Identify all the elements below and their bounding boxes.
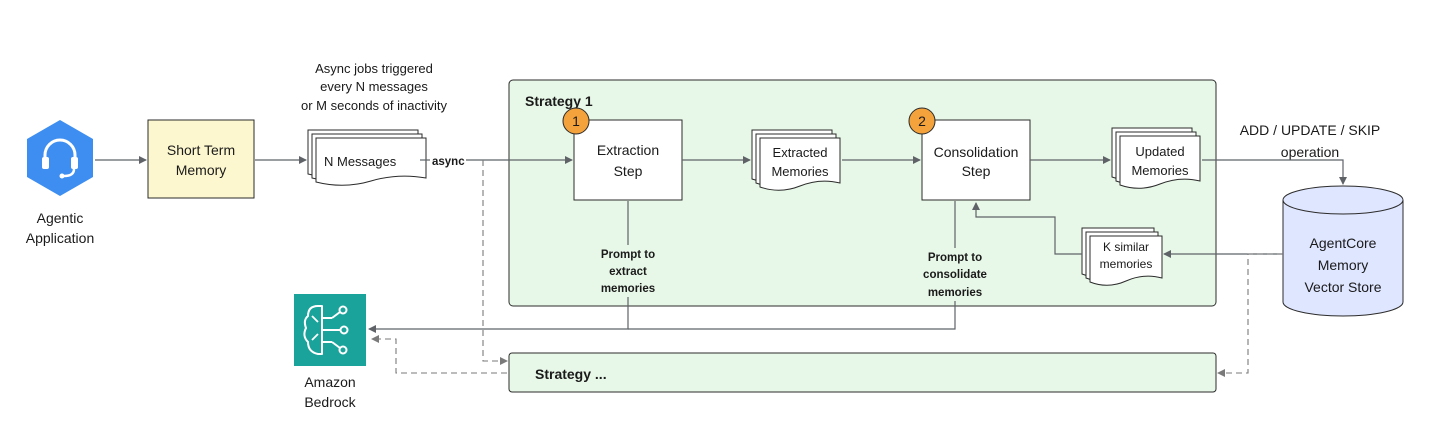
extraction-step: Extraction Step 1 bbox=[562, 107, 683, 201]
extraction-step-box bbox=[573, 119, 683, 201]
trigger-note-line1: Async jobs triggered bbox=[315, 61, 433, 76]
amazon-bedrock-label-line1: Amazon bbox=[304, 374, 355, 390]
connectors bbox=[95, 156, 1347, 377]
line-prompt-consolidate-to-bedrock bbox=[628, 301, 956, 330]
consolidation-step-badge-number: 2 bbox=[918, 113, 926, 129]
vector-store-label-line1: AgentCore bbox=[1310, 235, 1377, 251]
arrow-updated-to-vector-store bbox=[1202, 159, 1347, 185]
trigger-note-line3: or M seconds of inactivity bbox=[301, 98, 447, 113]
operation-label-line1: ADD / UPDATE / SKIP bbox=[1240, 122, 1381, 138]
consolidation-step: Consolidation Step 2 bbox=[908, 107, 1031, 201]
amazon-bedrock: Amazon Bedrock bbox=[294, 294, 366, 410]
strategy-more-container: Strategy ... bbox=[508, 352, 1217, 393]
k-similar-label-line2: memories bbox=[1100, 257, 1153, 271]
agentic-application-label-line2: Application bbox=[26, 230, 95, 246]
prompt-consolidate-line1: Prompt to bbox=[928, 252, 982, 264]
extracted-memories-stack: Extracted Memories bbox=[751, 129, 841, 191]
prompt-extract-line2: extract bbox=[609, 266, 647, 278]
prompt-consolidate-line3: memories bbox=[928, 287, 982, 299]
n-messages-stack: N Messages bbox=[307, 129, 427, 186]
strategy-more-title: Strategy ... bbox=[535, 366, 607, 382]
operation-label: ADD / UPDATE / SKIP operation bbox=[1240, 122, 1381, 160]
consolidation-step-label-line2: Step bbox=[962, 163, 991, 179]
prompt-extract-label: Prompt to extract memories bbox=[601, 249, 655, 295]
k-similar-label-line1: K similar bbox=[1103, 240, 1149, 254]
strategy-more-box bbox=[508, 352, 1217, 393]
extraction-step-badge bbox=[562, 107, 590, 135]
consolidation-step-box bbox=[921, 119, 1031, 201]
amazon-bedrock-label-line2: Bedrock bbox=[304, 394, 356, 410]
consolidation-step-badge bbox=[908, 107, 936, 135]
vector-store-cylinder-top bbox=[1282, 185, 1404, 215]
dashed-vector-store-to-strategy-more bbox=[1217, 253, 1283, 377]
agentic-application: Agentic Application bbox=[26, 120, 95, 246]
updated-memories-stack: Updated Memories bbox=[1111, 127, 1201, 189]
extracted-memories-label-line1: Extracted bbox=[773, 145, 828, 160]
updated-memories-label-line2: Memories bbox=[1131, 163, 1189, 178]
extraction-step-label-line2: Step bbox=[614, 163, 643, 179]
vector-store-label-line3: Vector Store bbox=[1304, 279, 1381, 295]
strategy-1-box bbox=[508, 79, 1217, 307]
trigger-note: Async jobs triggered every N messages or… bbox=[301, 61, 447, 113]
prompt-extract-line1: Prompt to bbox=[601, 249, 655, 261]
short-term-memory-label-line2: Memory bbox=[176, 162, 227, 178]
strategy-1-container: Strategy 1 bbox=[508, 79, 1217, 307]
short-term-memory-label-line1: Short Term bbox=[167, 142, 235, 158]
vector-store-cylinder-body bbox=[1282, 200, 1404, 317]
arrow-k-similar-to-consolidation bbox=[972, 202, 1082, 255]
n-messages-label: N Messages bbox=[324, 154, 397, 169]
async-label: async bbox=[432, 156, 465, 168]
prompt-consolidate-line2: consolidate bbox=[923, 269, 987, 281]
k-similar-memories-stack: K similar memories bbox=[1081, 227, 1163, 286]
extracted-memories-label-line2: Memories bbox=[771, 164, 829, 179]
vector-store-label-line2: Memory bbox=[1318, 257, 1369, 273]
updated-memories-label-line1: Updated bbox=[1135, 144, 1184, 159]
consolidation-step-label-line1: Consolidation bbox=[934, 144, 1019, 160]
short-term-memory: Short Term Memory bbox=[147, 119, 255, 199]
prompt-consolidate-label: Prompt to consolidate memories bbox=[923, 252, 987, 299]
operation-label-line2: operation bbox=[1281, 144, 1339, 160]
agentcore-memory-vector-store: AgentCore Memory Vector Store bbox=[1282, 185, 1404, 317]
dashed-async-to-strategy-more bbox=[482, 160, 508, 365]
prompt-extract-line3: memories bbox=[601, 283, 655, 295]
extraction-step-label-line1: Extraction bbox=[597, 142, 659, 158]
trigger-note-line2: every N messages bbox=[320, 79, 428, 94]
strategy-1-title: Strategy 1 bbox=[525, 93, 593, 109]
extraction-step-badge-number: 1 bbox=[572, 113, 580, 129]
agentic-application-label-line1: Agentic bbox=[37, 210, 84, 226]
short-term-memory-box bbox=[147, 119, 255, 199]
dashed-strategy-more-to-bedrock bbox=[371, 335, 507, 374]
headset-icon bbox=[27, 120, 93, 196]
bedrock-brain-icon bbox=[294, 294, 366, 366]
